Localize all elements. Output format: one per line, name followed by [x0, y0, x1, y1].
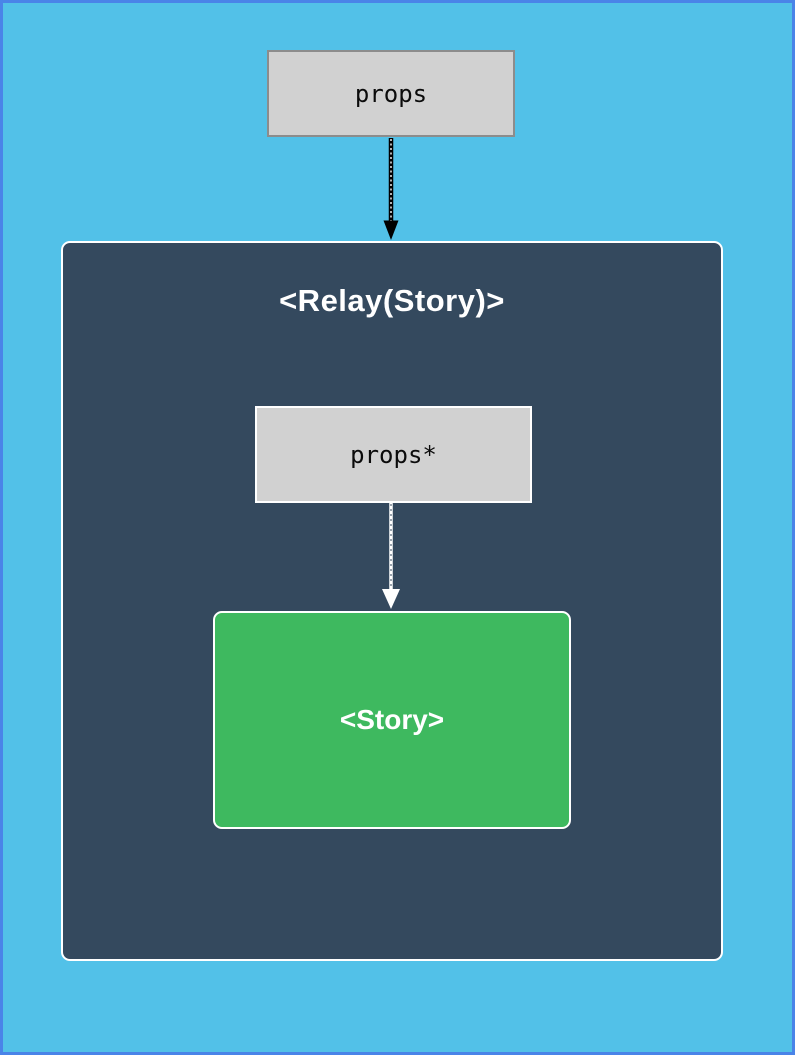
props-internal-node-label: props*: [350, 440, 437, 469]
story-node: <Story>: [213, 611, 571, 829]
relay-story-container: <Relay(Story)> props* <Story>: [61, 241, 723, 961]
props-node: props: [267, 50, 515, 137]
relay-container-title: <Relay(Story)>: [279, 283, 505, 318]
props-internal-node: props*: [255, 406, 532, 503]
props-node-label: props: [354, 79, 428, 108]
story-node-label: <Story>: [339, 704, 445, 735]
arrow-down-icon-outer: [383, 138, 399, 240]
